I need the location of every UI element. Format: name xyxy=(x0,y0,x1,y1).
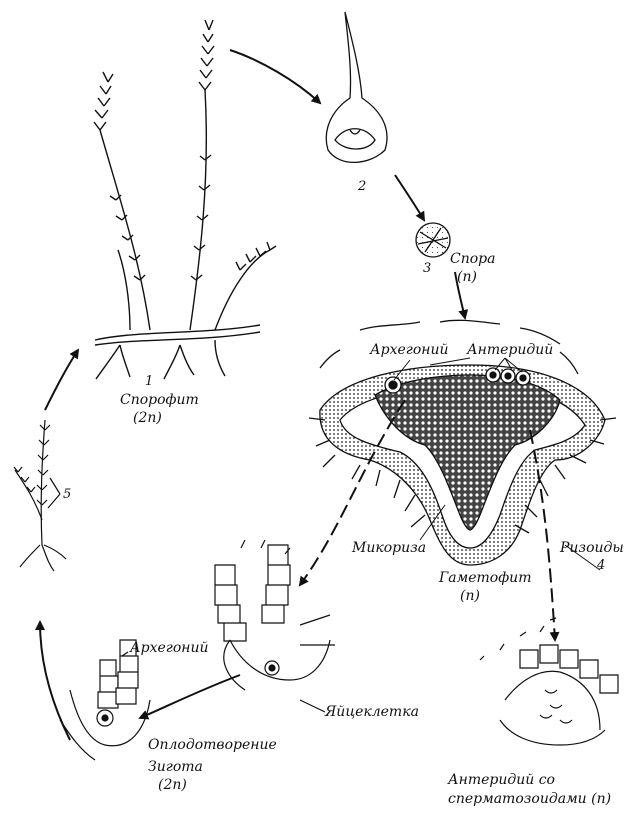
label-number-2: 2 xyxy=(358,179,367,194)
label-number-3: 3 xyxy=(423,261,432,276)
label-antheridium-bottom-line1: Антеридий со xyxy=(448,772,555,788)
label-zygote-ploidy: (2n) xyxy=(158,777,187,793)
label-sporophyte: Спорофит xyxy=(120,392,199,408)
label-archegonium-top: Архегоний xyxy=(370,342,449,358)
spore xyxy=(415,222,451,258)
label-number-1: 1 xyxy=(145,374,154,389)
archegonium-with-zygote xyxy=(59,639,151,761)
label-gametophyte-ploidy: (n) xyxy=(460,588,480,604)
label-antheridium-bottom-line2: сперматозоидами (n) xyxy=(448,791,612,807)
label-egg-cell: Яйцеклетка xyxy=(325,704,419,720)
label-spore-ploidy: (n) xyxy=(457,269,477,285)
cycle-arrows xyxy=(35,49,560,741)
label-sporophyte-ploidy: (2n) xyxy=(133,410,162,426)
gametophyte-section xyxy=(308,319,617,566)
label-fertilization: Оплодотворение xyxy=(148,737,277,753)
label-gametophyte: Гаметофит xyxy=(439,570,532,586)
label-archegonium-bottom: Архегоний xyxy=(130,640,209,656)
label-mycorrhiza: Микориза xyxy=(352,540,427,556)
label-spore: Спора xyxy=(450,251,496,267)
antheridium-with-sperm xyxy=(479,617,619,746)
label-pointers xyxy=(393,357,601,571)
sporangium xyxy=(325,11,388,163)
archegonia-with-egg xyxy=(214,539,335,713)
label-rhizoids: Ризоиды xyxy=(560,540,624,556)
label-number-4: 4 xyxy=(597,558,606,573)
label-antheridium-top: Антеридий xyxy=(467,342,554,358)
young-sporophyte xyxy=(13,419,67,572)
label-number-5: 5 xyxy=(63,487,72,502)
label-zygote: Зигота xyxy=(148,759,203,775)
sporophyte-plant xyxy=(93,19,277,380)
